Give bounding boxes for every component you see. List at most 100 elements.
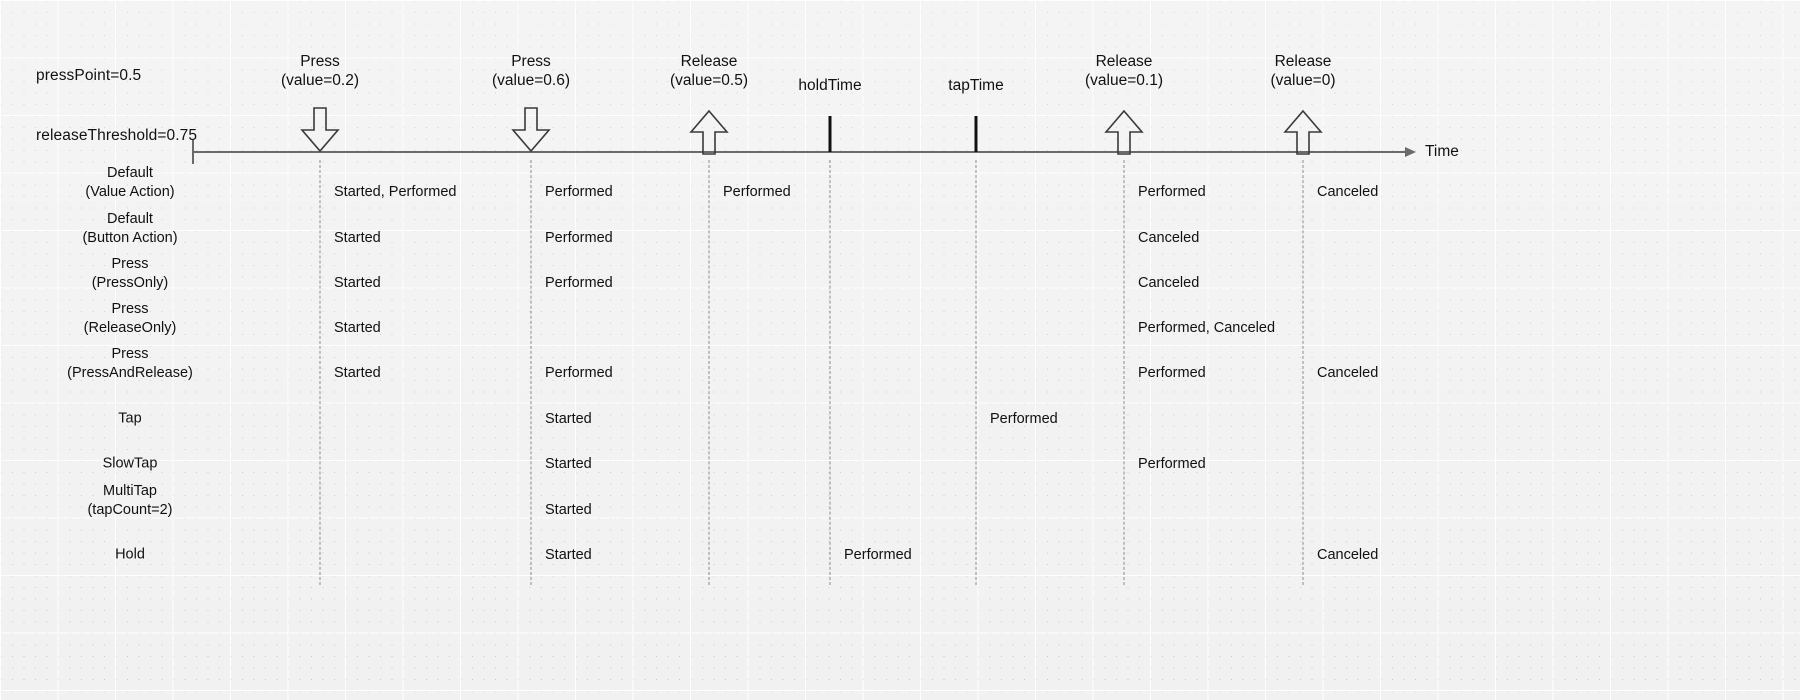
guide-line-release-1 [708, 160, 710, 585]
cell-press-releaseonly-release-2: Performed, Canceled [1138, 320, 1276, 336]
row-label-hold: Hold [0, 546, 260, 565]
event-label-line1: Release [680, 53, 738, 70]
row-label-press-releaseonly: Press (ReleaseOnly) [0, 300, 260, 338]
event-marker-release-1: Release (value=0.5) [599, 52, 819, 90]
event-marker-hold-time: holdTime [720, 76, 940, 95]
row-label-line1: SlowTap [102, 455, 158, 472]
row-label-line1: Press [111, 256, 149, 272]
event-label-tap-time: tapTime [866, 76, 1086, 95]
cell-multitap-press-2: Started [545, 502, 592, 518]
cell-press-pressonly-press-1: Started [334, 275, 381, 291]
arrow-down-icon [300, 107, 340, 153]
cell-press-pressandrelease-release-2: Performed [1138, 365, 1206, 381]
axis-line [192, 151, 1405, 153]
event-label-release-1: Release (value=0.5) [599, 52, 819, 90]
cell-hold-release-3: Canceled [1317, 547, 1379, 563]
event-label-line2: (value=0) [1270, 72, 1336, 89]
row-label-line1: Default [107, 211, 153, 227]
event-marker-press-1: Press (value=0.2) [210, 52, 430, 90]
cell-press-pressandrelease-press-1: Started [334, 365, 381, 381]
parameters-annotation: pressPoint=0.5 releaseThreshold=0.75 [36, 26, 197, 186]
guide-line-hold-time [829, 160, 831, 585]
event-label-press-2: Press (value=0.6) [421, 52, 641, 90]
row-label-slowtap: SlowTap [0, 455, 260, 474]
event-label-line2: (value=0.5) [670, 72, 748, 89]
marker-release-1 [687, 108, 731, 156]
cell-slowtap-release-2: Performed [1138, 456, 1206, 472]
press-point-text: pressPoint=0.5 [36, 67, 142, 84]
event-label-press-1: Press (value=0.2) [210, 52, 430, 90]
tick-bar-hold-time [828, 116, 832, 152]
row-label-press-pressandrelease: Press (PressAndRelease) [0, 345, 260, 383]
release-threshold-text: releaseThreshold=0.75 [36, 127, 198, 144]
axis-arrowhead-icon [1405, 147, 1416, 157]
cell-press-pressandrelease-release-3: Canceled [1317, 365, 1379, 381]
row-label-line1: MultiTap [103, 483, 157, 499]
tick-bar-tap-time [974, 116, 978, 152]
cell-default-button-action-release-2: Canceled [1138, 230, 1200, 246]
event-label-line1: Release [1095, 53, 1153, 70]
cell-default-value-action-release-1: Performed [723, 184, 791, 200]
row-label-line1: Press [111, 346, 149, 362]
row-label-tap: Tap [0, 410, 260, 429]
marker-release-3 [1281, 108, 1325, 156]
cell-press-pressonly-press-2: Performed [545, 275, 613, 291]
arrow-down-icon [511, 107, 551, 153]
cell-press-releaseonly-press-1: Started [334, 320, 381, 336]
axis-label-time: Time [1425, 143, 1459, 160]
row-label-line1: Default [107, 165, 153, 181]
event-label-line1: tapTime [948, 77, 1004, 94]
cell-tap-press-2: Started [545, 411, 592, 427]
cell-hold-press-2: Started [545, 547, 592, 563]
marker-press-1 [298, 106, 342, 154]
cell-hold-hold-time: Performed [844, 547, 912, 563]
event-label-line2: (value=0.2) [281, 72, 359, 89]
row-label-line2: (Value Action) [85, 184, 175, 200]
event-marker-release-2: Release (value=0.1) [1014, 52, 1234, 90]
cell-default-button-action-press-2: Performed [545, 230, 613, 246]
marker-press-2 [509, 106, 553, 154]
row-label-multitap: MultiTap (tapCount=2) [0, 482, 260, 520]
row-label-line2: (Button Action) [82, 230, 178, 246]
guide-line-press-2 [530, 160, 532, 585]
event-label-release-2: Release (value=0.1) [1014, 52, 1234, 90]
row-label-line1: Hold [115, 546, 145, 563]
event-marker-press-2: Press (value=0.6) [421, 52, 641, 90]
cell-default-value-action-press-2: Performed [545, 184, 613, 200]
row-label-press-pressonly: Press (PressOnly) [0, 255, 260, 293]
arrow-up-icon [1283, 109, 1323, 155]
arrow-up-icon [689, 109, 729, 155]
row-label-line2: (PressOnly) [91, 275, 169, 291]
guide-line-press-1 [319, 160, 321, 585]
cell-default-value-action-release-3: Canceled [1317, 184, 1379, 200]
row-label-line2: (PressAndRelease) [67, 365, 193, 381]
marker-release-2 [1102, 108, 1146, 156]
event-label-line2: (value=0.6) [492, 72, 570, 89]
row-label-line2: (tapCount=2) [87, 502, 173, 518]
cell-tap-tap-time: Performed [990, 411, 1058, 427]
cell-default-value-action-press-1: Started, Performed [334, 184, 457, 200]
cell-default-value-action-release-2: Performed [1138, 184, 1206, 200]
row-label-default-value-action: Default (Value Action) [0, 164, 260, 202]
event-label-line1: Press [511, 53, 551, 70]
row-label-default-button-action: Default (Button Action) [0, 210, 260, 248]
event-label-line1: Release [1274, 53, 1332, 70]
event-label-hold-time: holdTime [720, 76, 940, 95]
cell-press-pressandrelease-press-2: Performed [545, 365, 613, 381]
cell-slowtap-press-2: Started [545, 456, 592, 472]
guide-line-tap-time [975, 160, 977, 585]
event-label-line1: holdTime [798, 77, 862, 94]
event-label-release-3: Release (value=0) [1193, 52, 1413, 90]
cell-press-pressonly-release-2: Canceled [1138, 275, 1200, 291]
event-label-line2: (value=0.1) [1085, 72, 1163, 89]
event-marker-tap-time: tapTime [866, 76, 1086, 95]
event-marker-release-3: Release (value=0) [1193, 52, 1413, 90]
row-label-line2: (ReleaseOnly) [83, 320, 177, 336]
guide-line-release-3 [1302, 160, 1304, 585]
row-label-line1: Tap [118, 410, 142, 427]
event-label-line1: Press [300, 53, 340, 70]
row-label-line1: Press [111, 301, 149, 317]
cell-default-button-action-press-1: Started [334, 230, 381, 246]
